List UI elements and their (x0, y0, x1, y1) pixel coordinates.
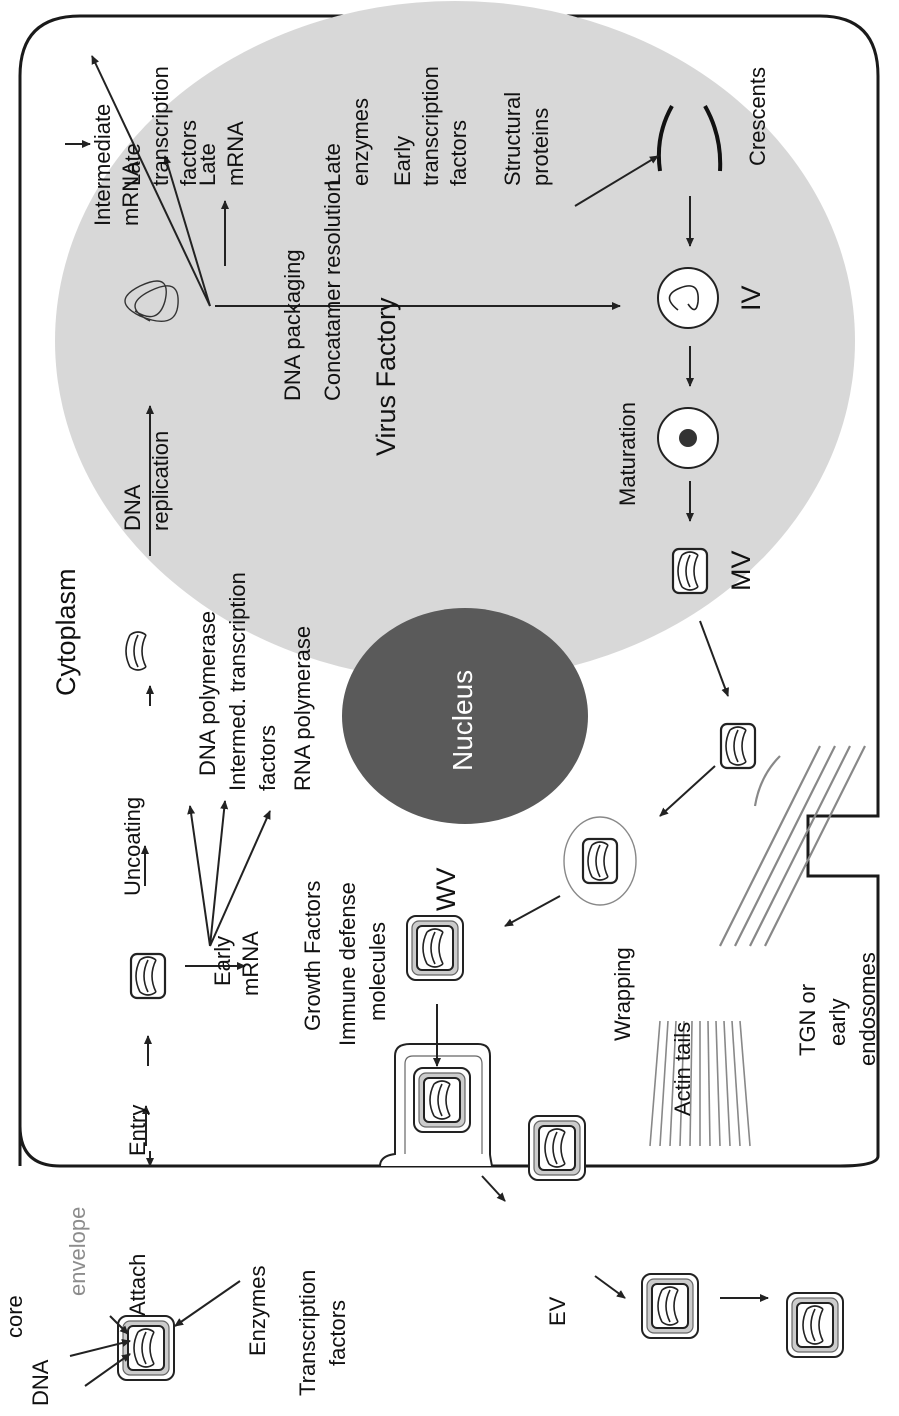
label-tgn-2: early (825, 998, 850, 1046)
ev-particle-free (787, 1293, 843, 1357)
wrapping-membranes (563, 816, 637, 906)
label-late-enzymes-2: enzymes (348, 98, 373, 186)
label-transcription-factors-2: factors (325, 1300, 350, 1366)
label-intermed-tf-1: Intermed. transcription (225, 572, 250, 791)
mv-particle-factory (673, 549, 707, 593)
label-iv: IV (736, 285, 766, 311)
ev-particle-left (529, 1116, 585, 1180)
nucleus (342, 608, 588, 824)
label-enzymes: Enzymes (245, 1266, 270, 1356)
label-early-tf-1: Early (390, 136, 415, 186)
label-late-mrna-1: Late (195, 143, 220, 186)
label-structural-proteins-1: Structural (500, 92, 525, 186)
label-wrapping: Wrapping (610, 947, 635, 1041)
label-tgn-1: TGN or (795, 984, 820, 1056)
label-core: core (2, 1295, 27, 1338)
label-intermed-tf-2: factors (255, 725, 280, 791)
label-crescents: Crescents (745, 67, 770, 166)
wv-particle (407, 916, 463, 980)
ev-particle-right (642, 1274, 698, 1338)
label-early-mrna-2: mRNA (238, 931, 263, 996)
label-virus-factory: Virus Factory (371, 297, 401, 456)
ev-particle-attach (118, 1316, 174, 1380)
label-dna-polymerase: DNA polymerase (195, 611, 220, 776)
mv-particle-entry (131, 954, 165, 998)
iv-particle (657, 267, 719, 329)
label-uncoating: Uncoating (120, 797, 145, 896)
label-transcription-factors-1: Transcription (295, 1270, 320, 1396)
label-intermediate-mrna-1: Intermediate (90, 104, 115, 226)
wrapping-particle (583, 839, 617, 883)
label-late-tf-3: factors (176, 120, 201, 186)
label-late-tf-2: transcription (148, 66, 173, 186)
label-tgn-3: endosomes (855, 952, 880, 1066)
exocytosis-bump-inner (404, 1055, 483, 1154)
label-cytoplasm: Cytoplasm (51, 568, 81, 696)
label-growth-factors: Growth Factors (300, 881, 325, 1031)
label-ev: EV (545, 1296, 570, 1326)
mv-particle-golgi (721, 724, 755, 768)
iv-dna (668, 285, 699, 311)
label-dna-replication-1: DNA (120, 484, 145, 531)
label-late-tf-1: Late (120, 143, 145, 186)
label-concatamer-resolution: Concatamer resolution (320, 180, 345, 401)
label-nucleus: Nucleus (447, 670, 478, 771)
crescents-icon (656, 105, 723, 172)
label-attach: Attach (125, 1254, 150, 1316)
label-immune-defense-1: Immune defense (335, 882, 360, 1046)
label-early-tf-2: transcription (418, 66, 443, 186)
label-mv-factory: MV (726, 551, 756, 592)
label-late-mrna-2: mRNA (223, 121, 248, 186)
label-immune-defense-2: molecules (365, 922, 390, 1021)
tgn-stack-icon (719, 745, 866, 947)
arrows (65, 55, 769, 1387)
label-intermediate-mrna-2: mRNA (118, 161, 143, 226)
label-maturation: Maturation (615, 402, 640, 506)
virus-factory (55, 1, 855, 681)
maturation-core (679, 429, 697, 447)
label-early-tf-3: factors (446, 120, 471, 186)
label-envelope: envelope (65, 1207, 90, 1296)
label-dna-replication-2: replication (148, 431, 173, 531)
label-early-mrna-1: Early (210, 936, 235, 986)
label-entry: Entry (125, 1105, 150, 1156)
actin-tails-icon (649, 1020, 751, 1147)
concatamer-dna-icon (124, 280, 179, 323)
label-late-enzymes-1: Late (320, 143, 345, 186)
label-wv: WV (431, 868, 461, 912)
label-rna-polymerase: RNA polymerase (290, 626, 315, 791)
label-actin-tails: Actin tails (670, 1022, 695, 1116)
label-dna: DNA (28, 1359, 53, 1406)
label-dna-packaging: DNA packaging (280, 249, 305, 401)
ev-particle-bump (414, 1068, 470, 1132)
label-structural-proteins-2: proteins (528, 108, 553, 186)
